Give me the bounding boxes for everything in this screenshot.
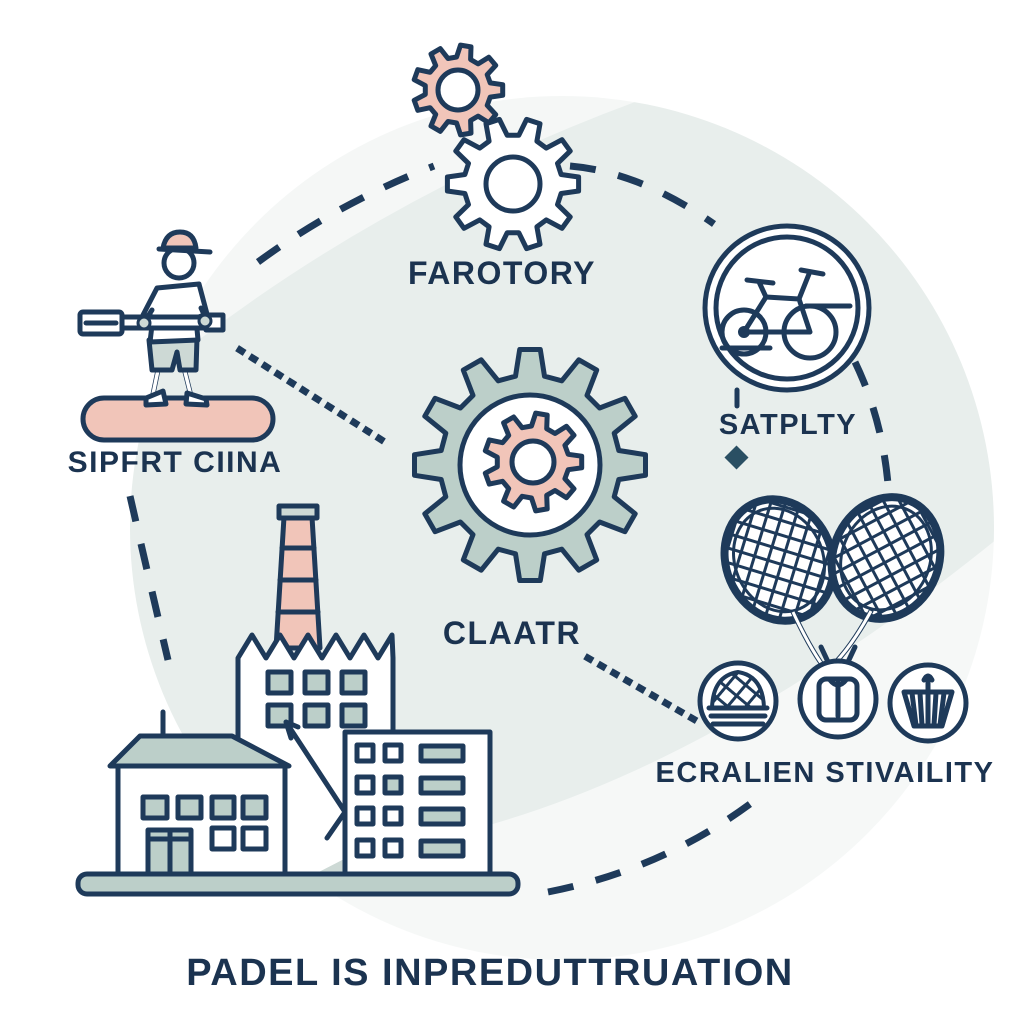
background-swoosh-bottom	[0, 516, 1024, 1024]
factory-building-icon	[75, 503, 521, 897]
dashed-connector-factory-badges	[547, 801, 753, 896]
center-gear-hole	[509, 438, 557, 486]
building-shadow-wedge	[313, 856, 350, 875]
paddle-shaft	[119, 314, 209, 331]
center-gear-label: CLAATR	[443, 615, 581, 651]
dashed-connector-gears-bicycle	[569, 162, 717, 227]
left-racket-icon	[720, 495, 838, 625]
player-shorts	[146, 335, 200, 373]
right-building-windows	[354, 742, 466, 859]
net-badge-icon	[887, 662, 969, 744]
gears-top-label: FAROTORY	[408, 255, 596, 291]
dome-badge-icon	[697, 660, 779, 742]
chimney-bands	[275, 545, 321, 615]
player-node: SIPFRT CIINA	[68, 229, 283, 479]
bicycle-icon	[719, 267, 853, 361]
dashed-connector-player-gears	[255, 162, 436, 265]
page-title: PADEL IS INPREDUTTRUATION	[186, 952, 794, 994]
player-left-hand	[136, 315, 152, 331]
bicycle-label: SATPLTY	[719, 409, 857, 441]
center-gear-node: CLAATR	[412, 347, 648, 651]
left-building-door-lines	[147, 829, 192, 878]
dashed-connector-bicycle-rackets	[851, 360, 892, 485]
left-building-windows	[140, 794, 269, 852]
player-cap-brim	[156, 246, 213, 255]
equipment-label: ECRALIEN STIVAILITY	[656, 757, 995, 789]
paddleboard-player-icon	[77, 229, 276, 443]
dotted-connector-player-gear	[235, 345, 393, 449]
player-right-shoe	[183, 390, 210, 408]
equipment-node: ECRALIEN STIVAILITY	[656, 493, 995, 789]
chimney-cap	[276, 503, 320, 521]
medal-badge-icon	[797, 644, 879, 740]
player-label: SIPFRT CIINA	[68, 446, 283, 479]
paddleboard-icon	[80, 395, 276, 443]
background-swoosh-top	[0, 30, 780, 519]
factory-ground	[75, 871, 521, 897]
white-gear-hole	[483, 154, 543, 214]
small-pink-gear-hole	[435, 67, 481, 113]
connectors	[126, 162, 892, 896]
dashed-connector-player-factory	[126, 495, 172, 661]
dotted-connector-gear-badges	[583, 653, 707, 729]
player-cap-icon	[160, 229, 199, 251]
bicycle-badge-inner-ring	[713, 234, 861, 382]
player-right-hand	[197, 313, 213, 329]
bicycle-node: SATPLTY	[702, 223, 872, 470]
player-left-shoe	[143, 388, 169, 408]
top-gears-node: FAROTORY	[408, 42, 596, 291]
middle-building-windows	[265, 669, 368, 729]
right-racket-icon	[827, 493, 945, 623]
